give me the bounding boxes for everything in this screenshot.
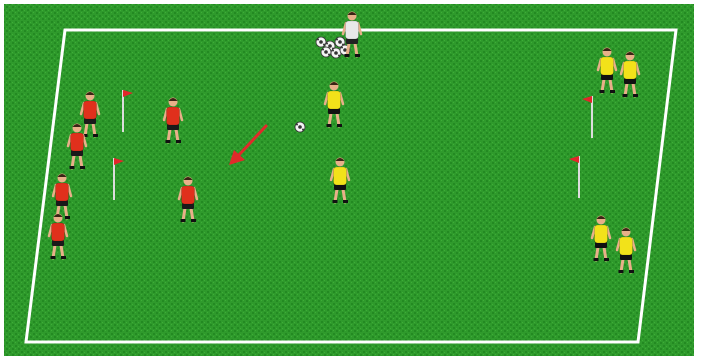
soccer-ball-icon	[321, 47, 331, 57]
soccer-ball-icon	[331, 48, 341, 58]
soccer-ball-icon	[295, 122, 305, 132]
soccer-ball-icon	[316, 37, 326, 47]
